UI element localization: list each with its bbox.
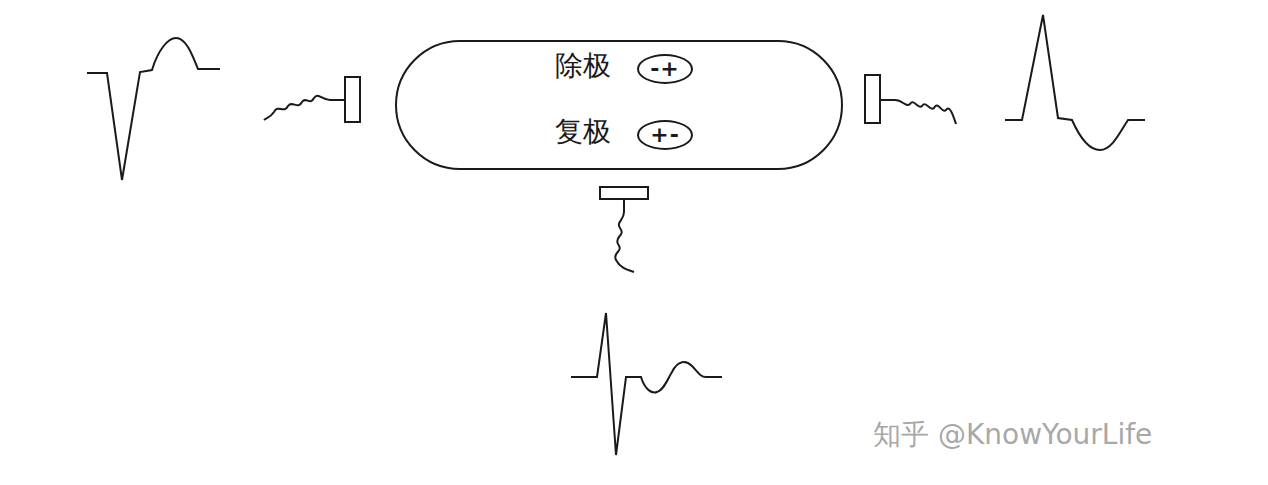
right-electrode (865, 75, 956, 124)
phase-label: 复极 (555, 118, 611, 146)
left-waveform (87, 38, 220, 180)
polarity-circle: -+ (637, 54, 693, 84)
left-electrode (264, 77, 360, 122)
bottom-electrode (600, 187, 648, 272)
fiber-capsule: 除极复极 -+ +- (395, 40, 843, 170)
polarity-sign: +- (650, 124, 680, 146)
phase-label: 除极 (555, 52, 611, 80)
watermark: 知乎 @KnowYourLife (873, 418, 1152, 452)
right-waveform (1005, 15, 1145, 150)
polarity-circle: +- (637, 120, 693, 150)
polarity-sign: -+ (650, 58, 680, 80)
bottom-waveform (571, 313, 722, 455)
